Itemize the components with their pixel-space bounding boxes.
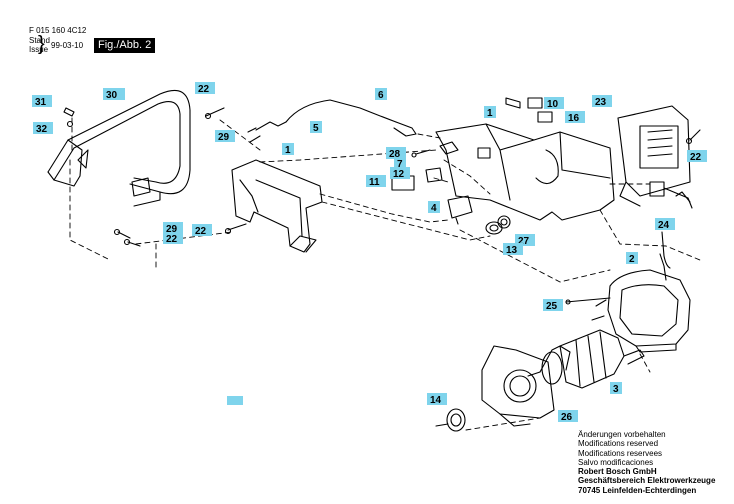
screw-22-lower	[123, 238, 141, 247]
screw-29-lower	[113, 228, 131, 239]
callout-13: 13	[506, 245, 518, 256]
callout-25: 25	[546, 301, 558, 312]
callout-16: 16	[568, 113, 580, 124]
motor-housing	[435, 123, 615, 221]
callout-2: 2	[629, 254, 635, 265]
washer-32	[66, 120, 74, 128]
frame-bracket-part	[231, 159, 323, 253]
bearing-14	[435, 408, 466, 432]
callout-31: 31	[35, 97, 47, 108]
callout-22-top: 22	[198, 84, 210, 95]
screw-22-left	[224, 223, 247, 235]
handle-part	[47, 89, 191, 207]
callout-4: 4	[431, 203, 437, 214]
footer-line-1: Änderungen vorbehalten	[578, 430, 666, 439]
callout-1-left: 1	[285, 145, 291, 156]
stator-part	[591, 253, 691, 353]
brace-glyph: }	[38, 33, 45, 55]
washer-27	[497, 215, 511, 229]
callout-32: 32	[36, 124, 48, 135]
doc-number: F 015 160 4C12	[29, 26, 87, 35]
footer-address: 70745 Leinfelden-Echterdingen	[578, 485, 697, 495]
footer-line-3: Modifications reservees	[578, 448, 663, 458]
callout-1-right: 1	[487, 108, 493, 119]
wire-24	[661, 231, 671, 269]
callout-11: 11	[369, 177, 380, 188]
callout-5: 5	[313, 123, 319, 134]
callout-10: 10	[547, 99, 559, 110]
footer-notice: Änderungen vorbehalten Modifications res…	[578, 430, 715, 495]
electronic-module	[617, 105, 691, 207]
callout-12: 12	[393, 169, 405, 180]
footer-line-2: Modifications reserved	[578, 439, 659, 449]
callout-26: 26	[561, 412, 573, 423]
bearing-13	[485, 221, 503, 235]
fan-housing	[481, 345, 555, 427]
callout-23: 23	[595, 97, 607, 108]
callout-24: 24	[658, 220, 670, 231]
screw-22-right	[685, 129, 701, 145]
callout-29-lower: 29	[166, 224, 178, 235]
callout-7: 7	[397, 159, 403, 170]
switch-part-4	[447, 195, 473, 225]
figure-label: Fig./Abb. 2	[94, 38, 156, 53]
callout-27: 27	[518, 236, 530, 247]
screw-22-top	[204, 107, 225, 120]
empty-label-box	[227, 396, 243, 405]
carbon-brush-16	[537, 111, 553, 123]
issue-date: 99-03-10	[51, 41, 84, 50]
screw-31	[63, 107, 75, 117]
callout-14: 14	[430, 395, 442, 406]
brush-holder-10	[505, 97, 543, 109]
callout-labels: 31 30 22 32 29 6 5 1 10 16 23 28 7 12 11…	[32, 82, 707, 423]
callout-22-lower: 22	[166, 234, 178, 245]
callout-28: 28	[389, 149, 401, 160]
callout-29-top: 29	[218, 132, 230, 143]
footer-line-4: Salvo modificaciones	[578, 457, 654, 467]
callout-30: 30	[106, 90, 118, 101]
callout-22-left: 22	[195, 226, 207, 237]
callout-22-right: 22	[690, 152, 702, 163]
capacitor-right	[649, 181, 693, 209]
footer-company: Robert Bosch GmbH	[578, 467, 657, 477]
power-cord	[247, 99, 417, 143]
screw-25	[565, 297, 611, 305]
stand-label: Stand	[29, 36, 50, 45]
callout-3: 3	[613, 384, 619, 395]
footer-division: Geschäftsbereich Elektrowerkzeuge	[578, 476, 716, 486]
issue-label: Issue	[29, 45, 49, 54]
armature-part	[527, 329, 645, 389]
callout-6: 6	[378, 90, 384, 101]
